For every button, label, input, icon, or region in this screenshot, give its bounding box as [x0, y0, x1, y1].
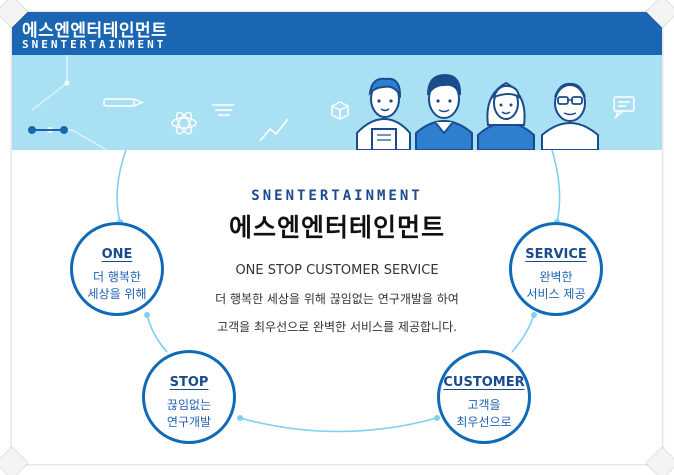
circle-stop: STOP 끊임없는 연구개발	[142, 350, 236, 444]
circle-service-title: SERVICE	[525, 247, 587, 262]
cube-icon	[331, 101, 349, 120]
chart-line-icon	[259, 118, 289, 142]
accent-dot	[28, 126, 36, 134]
brand-title-ko: 에스엔엔터테인먼트	[22, 21, 168, 41]
service-subtitle: ONE STOP CUSTOMER SERVICE	[235, 263, 439, 278]
connector-dot	[531, 312, 537, 318]
chat-bubble-icon	[613, 96, 635, 120]
connector-dot	[434, 415, 440, 421]
atom-icon	[171, 111, 197, 135]
circle-stop-line-1: 끊임없는	[166, 398, 212, 412]
text-lines-icon	[212, 104, 234, 116]
decor-line	[31, 55, 68, 111]
connector-dot	[144, 312, 150, 318]
circle-one: ONE 더 행복한 세상을 위해	[70, 222, 164, 316]
circle-customer-line-1: 고객을	[467, 398, 501, 412]
pencil-icon	[103, 98, 144, 107]
circle-customer-line-2: 최우선으로	[456, 415, 512, 429]
circle-one-line-1: 더 행복한	[93, 270, 141, 284]
connector-dot	[237, 415, 243, 421]
circle-stop-title: STOP	[169, 375, 209, 390]
person-with-notepad-icon	[356, 77, 411, 150]
circle-customer-title: CUSTOMER	[443, 375, 525, 390]
circle-one-title: ONE	[101, 247, 133, 262]
circle-one-line-2: 세상을 위해	[87, 287, 147, 301]
section-title-ko: 에스엔엔터테인먼트	[228, 213, 445, 242]
connector-line	[511, 314, 535, 353]
connector-line	[116, 150, 127, 223]
connector-line	[239, 417, 438, 433]
circle-stop-line-2: 연구개발	[166, 415, 212, 429]
description-line-2: 고객을 최우선으로 완벽한 서비스를 제공합니다.	[217, 320, 457, 334]
accent-dot	[60, 126, 68, 134]
banner-illustration	[12, 55, 662, 150]
circle-service-line-1: 완벽한	[539, 270, 573, 284]
header-bar: 에스엔엔터테인먼트 SNENTERTAINMENT	[12, 12, 662, 55]
man-with-glasses-icon	[541, 82, 599, 150]
section-title-en: SNENTERTAINMENT	[251, 188, 423, 204]
circle-service: SERVICE 완벽한 서비스 제공	[509, 222, 603, 316]
main-content: SNENTERTAINMENT 에스엔엔터테인먼트 ONE STOP CUSTO…	[12, 150, 662, 464]
description-line-1: 더 행복한 세상을 위해 끊임없는 연구개발을 하여	[215, 292, 459, 306]
circle-customer: CUSTOMER 고객을 최우선으로	[437, 350, 531, 444]
brand-title-en: SNENTERTAINMENT	[22, 38, 167, 51]
connector-line	[551, 150, 561, 223]
man-icon	[415, 73, 473, 150]
decor-line	[32, 129, 108, 150]
connector-line	[146, 314, 168, 353]
decor-dot	[64, 80, 70, 86]
woman-icon	[477, 81, 535, 150]
content-card: 에스엔엔터테인먼트 SNENTERTAINMENT	[12, 12, 662, 464]
circle-service-line-2: 서비스 제공	[526, 287, 586, 301]
